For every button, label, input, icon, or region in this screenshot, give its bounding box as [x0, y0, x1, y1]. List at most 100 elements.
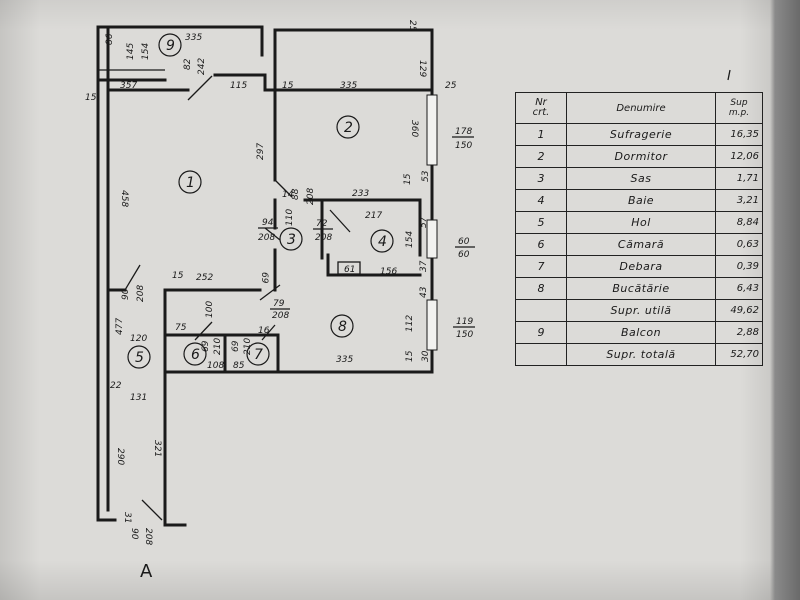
- dimension-label: 60: [458, 237, 470, 247]
- legend-name: Supr. totală: [566, 343, 716, 366]
- dimension-label: 43: [419, 286, 429, 298]
- door-bedroom: [274, 179, 293, 198]
- door-kitchen: [259, 284, 281, 301]
- dimension-label: 210: [243, 338, 253, 355]
- legend-nr: 8: [515, 277, 567, 300]
- room-circle: [246, 342, 270, 366]
- dimension-label: 15: [405, 350, 415, 362]
- legend-nr: 5: [515, 211, 567, 234]
- dimension-label: 108: [207, 361, 224, 371]
- dimension-label: 31: [122, 512, 132, 523]
- dimension-label: 60: [458, 250, 470, 260]
- room-number: 2: [344, 120, 353, 136]
- legend-name: Hol: [566, 211, 716, 234]
- legend-nr: 2: [515, 145, 567, 168]
- dimension-label: 15: [282, 81, 294, 91]
- dimension-label: 233: [352, 189, 369, 199]
- legend-value: 3,21: [715, 189, 763, 212]
- dimension-label: 208: [258, 233, 275, 243]
- dimension-label: 90: [129, 528, 139, 540]
- dimension-label: 156: [380, 267, 397, 277]
- legend-value: 12,06: [715, 145, 763, 168]
- legend-name: Sas: [566, 167, 716, 190]
- dimension-label: 86: [105, 33, 115, 45]
- dimension-label: 119: [456, 317, 473, 327]
- legend-name: Baie: [566, 189, 716, 212]
- dimension-label: 360: [409, 120, 419, 137]
- legend-name: Sufragerie: [566, 123, 716, 146]
- legend-nr: 7: [515, 255, 567, 278]
- dimension-label: 53: [421, 170, 431, 182]
- dimension-label: 82: [183, 58, 193, 70]
- dimension-label: 57: [419, 216, 429, 228]
- dimension-label: 79: [273, 299, 285, 309]
- room-number: 7: [254, 347, 263, 363]
- pen-mark: [727, 69, 731, 81]
- dimension-label: 69: [231, 340, 241, 352]
- dimension-label: 110: [285, 209, 295, 226]
- legend-value: 8,84: [715, 211, 763, 234]
- dimension-label: 150: [455, 141, 472, 151]
- legend-value: 0,39: [715, 255, 763, 278]
- wall-corridor-east: [163, 370, 187, 527]
- room-circle: [158, 33, 182, 57]
- dimension-label: 210: [213, 338, 223, 355]
- dimension-label: 208: [306, 188, 316, 205]
- room-circle: [330, 314, 354, 338]
- dimension-label: 208: [136, 285, 146, 302]
- dimension-label: 90: [121, 288, 131, 300]
- dimension-label: 72: [316, 219, 328, 229]
- dimension-label: 321: [152, 440, 162, 457]
- dimension-label: 30: [421, 350, 431, 362]
- legend-value: 0,63: [715, 233, 763, 256]
- dimension-label: 25: [407, 20, 417, 32]
- dimension-label: 15: [172, 271, 184, 281]
- room-circle: [183, 342, 207, 366]
- window-bath: [426, 219, 438, 259]
- dimension-label: 335: [336, 355, 353, 365]
- legend-header-nr-line1: Nr: [535, 97, 547, 108]
- dimension-label: 290: [115, 448, 125, 465]
- windows: [426, 94, 438, 351]
- wall-bath-north: [320, 198, 422, 257]
- dimension-label: 112: [405, 315, 415, 332]
- legend-value: 1,71: [715, 167, 763, 190]
- legend-name: Cămară: [566, 233, 716, 256]
- room-circle: [370, 229, 394, 253]
- legend-value: 16,35: [715, 123, 763, 146]
- room-circle: [279, 227, 303, 251]
- dimension-label: 252: [196, 273, 213, 283]
- dimension-label: 22: [110, 381, 122, 391]
- dimension-label: 335: [340, 81, 357, 91]
- north-arrow-icon: A: [140, 561, 153, 582]
- door-closet: [261, 324, 276, 341]
- legend-header-nr-line2: crt.: [532, 107, 550, 118]
- room-number: 3: [287, 232, 296, 248]
- wall-balcony-top: [96, 25, 264, 57]
- door-room1: [187, 75, 213, 101]
- room-number: 5: [135, 350, 144, 366]
- legend-name: Supr. utilă: [566, 299, 716, 322]
- dimension-label: 16: [258, 326, 270, 336]
- dimension-label: 88: [291, 188, 301, 200]
- dimension-label: 357: [120, 81, 137, 91]
- room-number: 8: [338, 319, 347, 335]
- dimension-label: 14: [282, 190, 294, 200]
- room-circle: [127, 345, 151, 369]
- door-bath: [329, 209, 351, 233]
- room-number: 4: [378, 234, 387, 250]
- legend-nr: [515, 343, 567, 366]
- dimension-label: 15: [403, 173, 413, 185]
- legend-value: 2,88: [715, 321, 763, 344]
- dimension-label: 100: [205, 301, 215, 318]
- dimension-label: 154: [141, 43, 151, 60]
- legend-nr: 9: [515, 321, 567, 344]
